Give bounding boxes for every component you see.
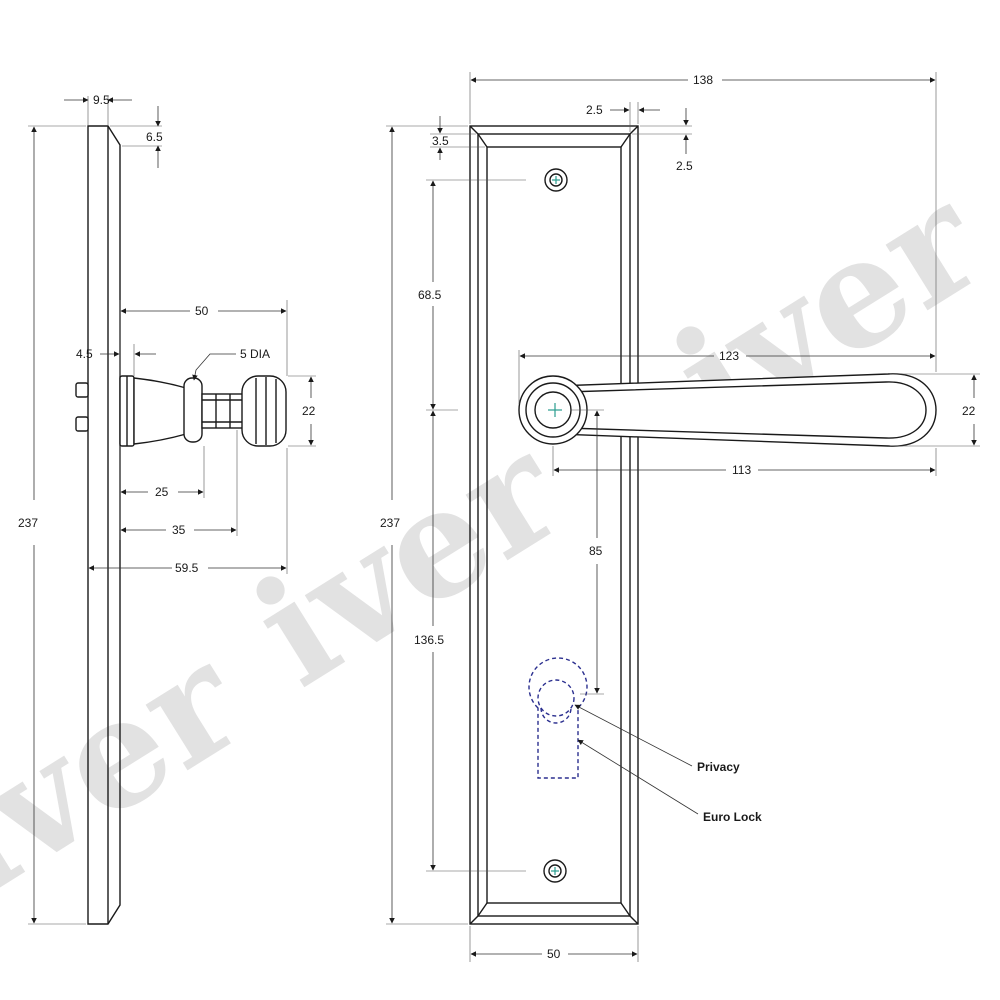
euro-lock-cutout-icon [528,657,588,779]
side-neck [133,377,187,445]
dim-side-rose-offset: 4.5 [76,347,93,361]
screw-top-icon [544,168,568,192]
dim-side-spindle-dia: 5 DIA [240,347,270,361]
side-lug-bottom [75,416,89,432]
dim-side-projection: 50 [195,304,209,318]
dim-side-knob-height: 22 [302,404,316,418]
dim-side-to-knob: 35 [172,523,186,537]
callout-privacy: Privacy [697,760,740,774]
watermark-text-bottom: iver [0,611,271,930]
callout-euro-lock: Euro Lock [703,810,762,824]
watermark: iver iver iver [0,151,1000,930]
side-collar [183,377,203,443]
watermark-text-middle: iver [226,401,591,720]
dim-front-screw-to-lever: 68.5 [418,288,442,302]
side-lug-top [75,382,89,398]
dim-front-frame-top: 2.5 [676,159,693,173]
dim-side-overall-projection: 59.5 [175,561,199,575]
dim-front-frame-side: 2.5 [586,103,603,117]
dim-front-plate-width: 50 [547,947,561,961]
lever-arm-outer [555,373,937,447]
front-view: 138 2.5 2.5 3.5 237 68.5 136.5 [380,72,980,962]
dim-side-bevel: 6.5 [146,130,163,144]
dim-side-thickness: 9.5 [93,93,110,107]
side-view: 9.5 6.5 237 50 4.5 5 DIA 22 [18,93,316,925]
front-plate-bevel [477,133,631,917]
dim-front-overall-width: 138 [693,73,713,87]
dim-front-lever-reach: 113 [732,463,751,477]
dim-front-lever-to-keyhole: 85 [589,544,603,558]
side-knob [241,375,287,447]
lever-arm-inner [565,381,927,439]
dim-side-height: 237 [18,516,38,530]
dim-front-lever-to-screw: 136.5 [414,633,444,647]
dim-side-to-collar: 25 [155,485,169,499]
dim-front-lever-length: 123 [719,349,739,363]
dim-front-lever-height: 22 [962,404,976,418]
dim-front-height: 237 [380,516,400,530]
side-shank [201,393,245,429]
front-plate-outer [469,125,639,925]
front-plate-inner [486,146,622,904]
screw-bottom-icon [543,859,567,883]
dim-front-inset-top: 3.5 [432,134,449,148]
